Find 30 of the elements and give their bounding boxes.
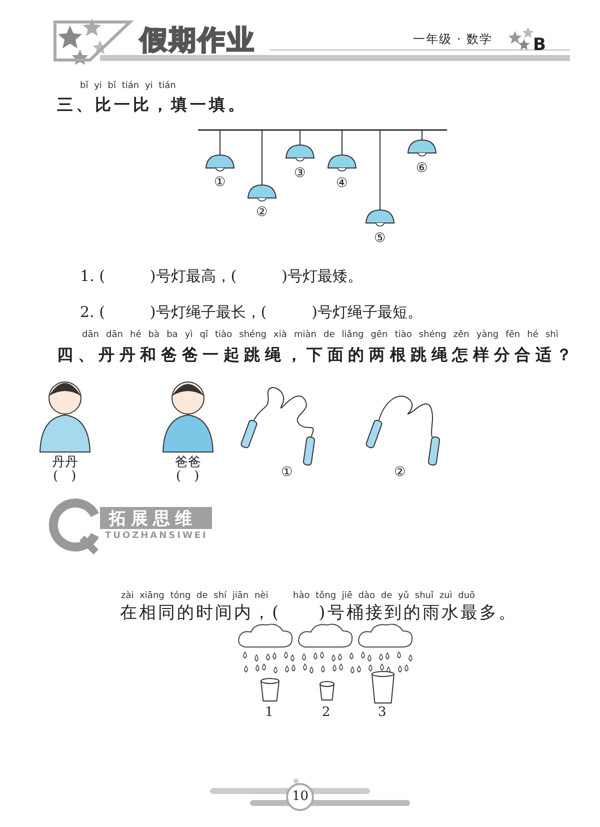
page-number: 10 [292,790,309,804]
question-text: 在相同的时间内，( )号桶接到的雨水最多。 [120,604,518,623]
pinyin-line: dān dān hé bà ba yì qǐ tiào shéng xià miàn de liǎng gēn tiào shéng zěn yàng fēn hé shì [82,331,558,341]
cup-number: 3 [378,706,386,720]
cup-number: 2 [322,706,330,720]
pinyin-line: hào tǒng jiē dào de yǔ shuǐ zuì duō [293,592,476,602]
answer-blank: ( ) [53,470,76,484]
pinyin-line: bǐ yi bǐ tián yi tián [80,82,176,92]
section-heading: 四、丹丹和爸爸一起跳绳，下面的两根跳绳怎样分合适？ [57,346,577,364]
rope-number: ① [281,466,293,480]
section-heading: 三、比一比，填一填。 [57,96,247,114]
question-text: 2. ( )号灯绳子最长，( )号灯绳子最短。 [80,304,422,320]
rope-number: ② [394,466,406,480]
lamp-number: ② [256,206,268,220]
lamp-number: ⑥ [416,162,428,176]
banner-subtitle: TUOZHANSIWEI [105,532,208,542]
person-name: 爸爸 [175,456,201,470]
lamp-number: ① [214,176,226,190]
lamp-number: ⑤ [374,232,386,246]
pinyin-line: zài xiāng tóng de shí jiān nèi [121,592,268,602]
lamp-number: ④ [336,177,348,192]
course-label: 一年级 · 数学 [413,33,492,46]
person-name: 丹丹 [52,456,78,470]
lamp-number: ③ [294,167,306,182]
cup-number: 1 [265,706,274,720]
edition-letter: B [533,36,547,55]
banner-title: 拓展思维 [109,510,197,529]
page-title: 假期作业 [140,24,256,58]
answer-blank: ( ) [176,470,200,484]
question-text: 1. ( )号灯最高，( )号灯最矮。 [80,268,362,284]
